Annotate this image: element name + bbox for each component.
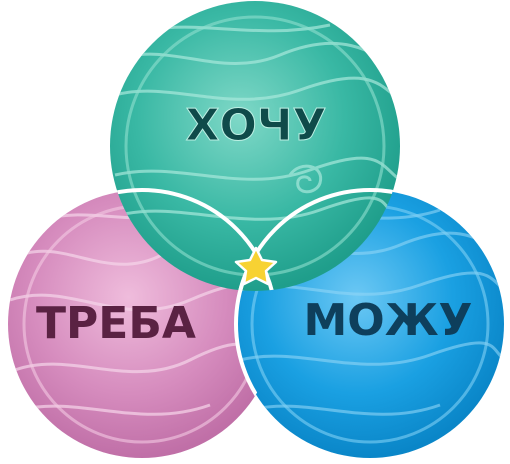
label-mozhu: МОЖУ bbox=[304, 295, 473, 346]
label-khochu: ХОЧУ bbox=[186, 100, 327, 151]
label-treba: ТРЕБА bbox=[36, 298, 196, 349]
overlap-outlines bbox=[110, 188, 400, 458]
star-icon bbox=[234, 246, 278, 286]
